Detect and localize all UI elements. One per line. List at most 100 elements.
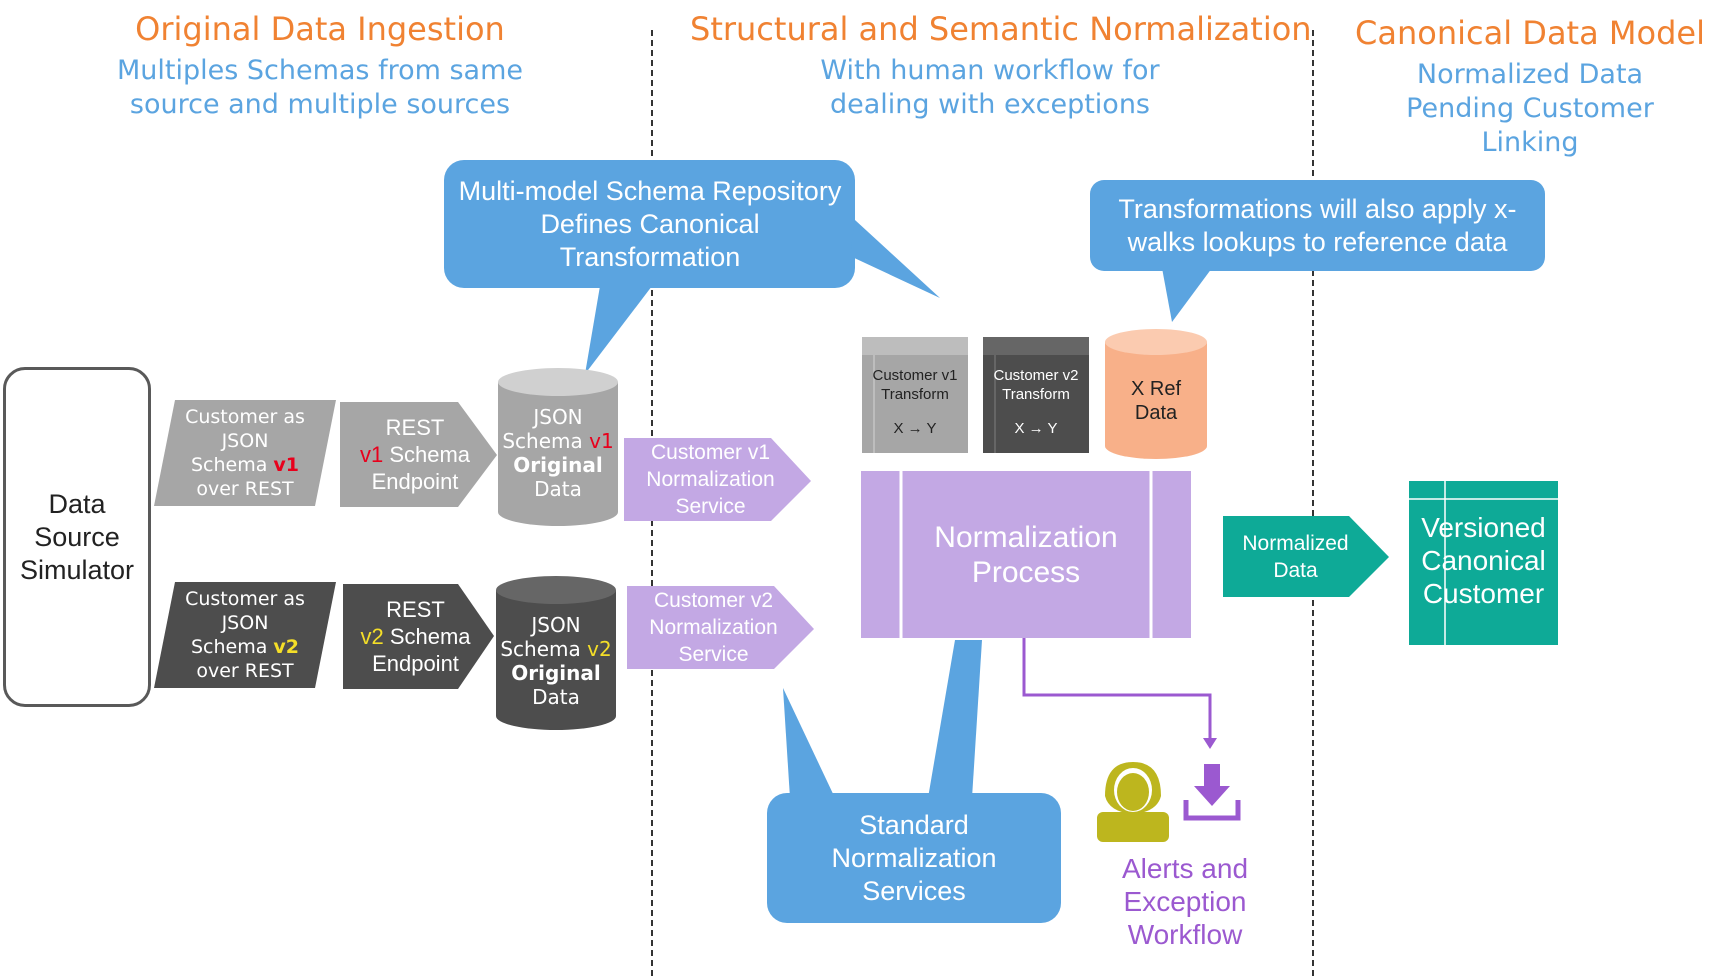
v1-input-shape <box>154 400 336 506</box>
v2-db-line4: Data <box>532 684 580 709</box>
v1-input-line3a: Schema <box>190 454 274 476</box>
v1-input-label: Customer as JSON Schema v1 over REST <box>165 403 325 503</box>
v2-rest-line2b: Schema <box>383 624 471 649</box>
v2-transform-line1: Customer v2 <box>993 367 1079 384</box>
v2-service-label: Customer v2 Normalization Service <box>631 586 796 669</box>
normalized-line2: Data <box>1273 558 1318 582</box>
v2-input-line4: over REST <box>196 660 294 682</box>
v1-db-line1: JSON <box>533 404 583 429</box>
alerts-line1: Alerts and <box>1121 853 1249 884</box>
v1-rest-line3: Endpoint <box>371 469 459 494</box>
v2-db-line2a: Schema <box>500 636 588 661</box>
process-line2: Process <box>971 555 1081 589</box>
canonical-line1: Versioned <box>1421 511 1546 543</box>
v2-input-shape <box>154 582 336 688</box>
v2-service-line2: Normalization <box>649 616 778 639</box>
user-icon <box>1097 762 1169 842</box>
v2-service-shape <box>627 586 814 669</box>
v2-db-label: JSON Schema v2 Original Data <box>496 608 616 713</box>
v1-service-shape <box>624 438 811 521</box>
v1-transform-table <box>862 337 968 453</box>
header-canonical: Canonical Data Model Normalized Data Pen… <box>1330 14 1730 160</box>
xref-db-shape <box>1105 329 1207 459</box>
header-title: Original Data Ingestion <box>135 10 505 48</box>
callout-schema-repo-text: Multi-model Schema Repository Defines Ca… <box>458 175 842 272</box>
canonical-line3: Customer <box>1422 577 1545 609</box>
callout-xwalks-text: Transformations will also apply x-walks … <box>1118 194 1517 257</box>
v2-transform-table <box>983 337 1089 453</box>
v2-input-line3a: Schema <box>190 636 274 658</box>
v1-input-line4: over REST <box>196 478 294 500</box>
xref-label: X Ref Data <box>1105 370 1207 432</box>
canonical-table <box>1409 481 1558 645</box>
header-title: Structural and Semantic Normalization <box>690 10 1312 48</box>
v1-rest-version: v1 <box>359 442 384 467</box>
v2-input-label: Customer as JSON Schema v2 over REST <box>165 585 325 685</box>
simulator-label: Data Source Simulator <box>19 488 135 585</box>
xref-line2: Data <box>1134 402 1178 424</box>
v1-rest-line2b: Schema <box>383 442 471 467</box>
data-source-simulator: Data Source Simulator <box>3 367 151 707</box>
v2-input-line1: Customer as <box>185 588 305 610</box>
callout-standard-services-text: Standard Normalization Services <box>831 809 997 906</box>
callout-schema-repo <box>444 160 940 374</box>
v1-service-line1: Customer v1 <box>650 441 771 464</box>
v2-rest-line1: REST <box>386 597 445 622</box>
header-title: Canonical Data Model <box>1355 14 1705 52</box>
v2-input-line3: Schema v2 <box>191 635 299 659</box>
v2-input-line2: JSON <box>221 612 269 634</box>
header-subtitle: Normalized Data Pending Customer Linking <box>1406 59 1654 158</box>
v2-rest-line2: v2 Schema <box>360 623 470 650</box>
download-icon <box>1183 764 1241 821</box>
v2-rest-shape <box>343 584 494 689</box>
process-shape <box>861 471 1191 638</box>
v2-transform-mapping: X → Y <box>1014 420 1058 437</box>
v1-db-line3: Original <box>513 452 603 477</box>
v1-db-line2a: Schema <box>502 428 590 453</box>
v1-input-line1: Customer as <box>185 406 305 428</box>
xref-line1: X Ref <box>1130 378 1182 400</box>
v2-service-line3: Service <box>678 643 749 666</box>
alerts-line2: Exception <box>1123 886 1247 917</box>
canonical-label: Versioned Canonical Customer <box>1409 505 1558 615</box>
v1-input-version: v1 <box>273 454 300 476</box>
header-original-ingestion: Original Data Ingestion Multiples Schema… <box>40 10 600 122</box>
v1-db-line2: Schema v1 <box>502 429 613 453</box>
header-subtitle: Multiples Schemas from same source and m… <box>116 55 524 120</box>
v2-db-line2: Schema v2 <box>500 637 611 661</box>
v1-service-line2: Normalization <box>646 468 775 491</box>
v1-db-version: v1 <box>589 428 614 453</box>
callout-standard-services <box>767 640 1061 923</box>
v2-transform-label: Customer v2 Transform X → Y <box>983 366 1089 438</box>
normalized-line1: Normalized <box>1242 531 1349 555</box>
alert-connector <box>1022 638 1217 749</box>
v1-transform-mapping: X → Y <box>893 420 937 437</box>
normalized-shape <box>1223 516 1389 597</box>
v2-db-version: v2 <box>587 636 612 661</box>
v1-rest-label: REST v1 Schema Endpoint <box>340 402 490 507</box>
v2-rest-version: v2 <box>360 624 384 649</box>
v1-db-shape <box>498 368 618 526</box>
header-normalization: Structural and Semantic Normalization Wi… <box>690 10 1312 122</box>
v1-service-line3: Service <box>675 495 746 518</box>
v1-transform-line2: Transform <box>881 386 949 403</box>
v1-rest-line1: REST <box>385 415 445 440</box>
process-label: Normalization Process <box>901 471 1151 638</box>
v2-db-line1: JSON <box>531 612 581 637</box>
v1-transform-label: Customer v1 Transform X → Y <box>862 366 968 438</box>
v2-db-shape <box>496 576 616 730</box>
v2-input-version: v2 <box>273 636 300 658</box>
v1-input-line2: JSON <box>221 430 269 452</box>
v1-db-label: JSON Schema v1 Original Data <box>498 400 618 505</box>
v2-rest-line3: Endpoint <box>372 651 459 676</box>
v2-rest-label: REST v2 Schema Endpoint <box>343 584 488 689</box>
v2-db-line3: Original <box>511 660 601 685</box>
header-subtitle: With human workflow for dealing with exc… <box>820 55 1160 120</box>
canonical-line2: Canonical <box>1421 544 1546 576</box>
v1-input-line3: Schema v1 <box>191 453 299 477</box>
v1-service-label: Customer v1 Normalization Service <box>628 438 793 521</box>
v2-transform-line2: Transform <box>1002 386 1070 403</box>
callout-xwalks <box>1090 180 1545 322</box>
v1-db-line4: Data <box>534 476 582 501</box>
